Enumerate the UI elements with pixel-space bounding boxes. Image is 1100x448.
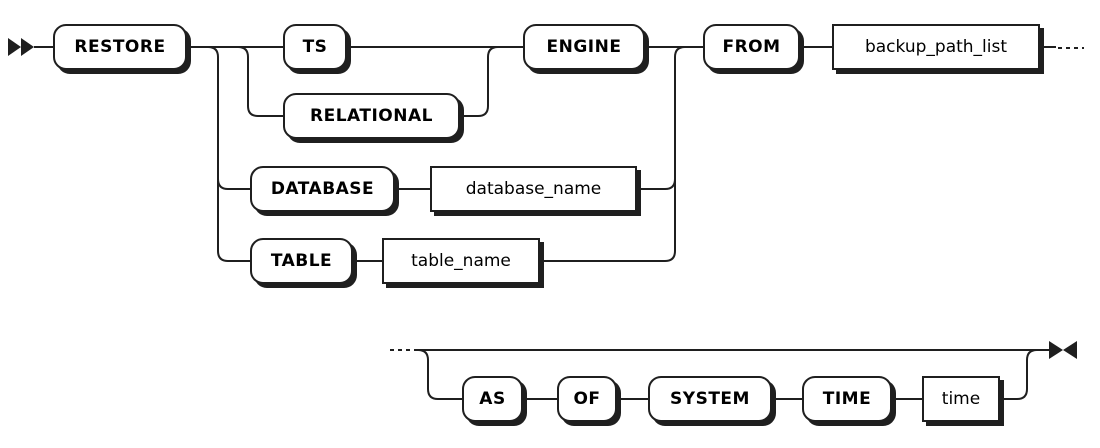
node-database-keyword: DATABASE [250, 166, 395, 212]
node-database-label: DATABASE [270, 179, 375, 199]
node-as-keyword: AS [462, 376, 523, 422]
start-arrow-icon [8, 38, 34, 56]
rejoin-time-to-bypass [1000, 349, 1038, 400]
node-from-label: FROM [722, 37, 781, 57]
rejoin-database-elbow [637, 178, 676, 190]
node-database-name-nonterminal: database_name [430, 166, 637, 212]
node-time-nonterminal: time [922, 376, 1000, 422]
node-of-keyword: OF [557, 376, 617, 422]
node-restore-label: RESTORE [74, 37, 166, 57]
end-arrow-icon [1049, 341, 1077, 359]
node-as-label: AS [479, 389, 506, 409]
rejoin-relational-to-main [460, 46, 499, 117]
node-system-label: SYSTEM [670, 389, 750, 409]
node-of-label: OF [573, 389, 601, 409]
node-time-label: time [941, 389, 981, 409]
branch-down-to-as [417, 349, 462, 400]
node-engine-label: ENGINE [546, 37, 622, 57]
node-from-keyword: FROM [703, 24, 800, 70]
node-database-name-label: database_name [465, 179, 602, 199]
rejoin-table-to-main [540, 46, 686, 262]
node-ts-keyword: TS [283, 24, 347, 70]
node-time-keyword-label: TIME [822, 389, 872, 409]
node-system-keyword: SYSTEM [648, 376, 772, 422]
node-table-name-label: table_name [411, 251, 511, 271]
node-table-keyword: TABLE [250, 238, 353, 284]
branch-elbow-to-database [217, 178, 250, 190]
node-backup-path-list-label: backup_path_list [864, 37, 1008, 57]
branch-restore-to-table [207, 46, 250, 262]
node-relational-label: RELATIONAL [310, 106, 433, 126]
node-backup-path-list-nonterminal: backup_path_list [832, 24, 1040, 70]
node-table-label: TABLE [270, 251, 333, 271]
node-relational-keyword: RELATIONAL [283, 93, 460, 139]
node-table-name-nonterminal: table_name [382, 238, 540, 284]
branch-restore-to-relational [237, 46, 283, 117]
node-engine-keyword: ENGINE [523, 24, 645, 70]
node-restore-keyword: RESTORE [53, 24, 187, 70]
node-time-keyword: TIME [802, 376, 892, 422]
node-ts-label: TS [302, 37, 328, 57]
